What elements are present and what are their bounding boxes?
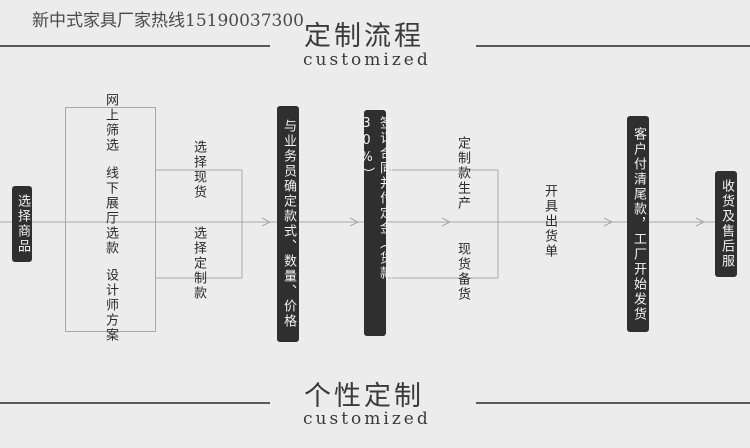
step-online-filter: 网上筛选 xyxy=(103,93,118,153)
header-divider-right xyxy=(476,45,750,47)
step-custom-production: 定制款生产 xyxy=(455,136,470,211)
step-pay-balance: 客户付清尾款，工厂开始发货 xyxy=(627,116,649,332)
step-select-custom: 选择定制款 xyxy=(191,226,206,301)
page-subtitle: customized xyxy=(303,50,431,70)
step-select-in-stock: 选择现货 xyxy=(191,140,206,200)
step-offline-showroom: 线下展厅选款 xyxy=(103,166,118,256)
step-receive-service: 收货及售后服 xyxy=(715,171,737,277)
footer-divider-right xyxy=(476,402,750,404)
step-sign-contract: 签订合同并付定金（货款30%） xyxy=(359,110,392,336)
footer-divider-left xyxy=(0,402,270,404)
step-select-product: 选择商品 xyxy=(12,186,32,262)
selection-options-box xyxy=(65,107,156,332)
hotline-text: 新中式家具厂家热线15190037300 xyxy=(32,11,304,31)
step-confirm-details: 与业务员确定款式、数量、价格 xyxy=(277,106,299,342)
step-designer-plan: 设计师方案 xyxy=(103,268,118,343)
footer-subtitle: customized xyxy=(303,409,431,429)
step-issue-invoice: 开具出货单 xyxy=(542,184,557,259)
step-stock-prepare: 现货备货 xyxy=(455,242,470,302)
footer-title: 个性定制 xyxy=(304,381,424,412)
header-divider-left xyxy=(0,45,270,47)
page-title: 定制流程 xyxy=(304,21,424,52)
